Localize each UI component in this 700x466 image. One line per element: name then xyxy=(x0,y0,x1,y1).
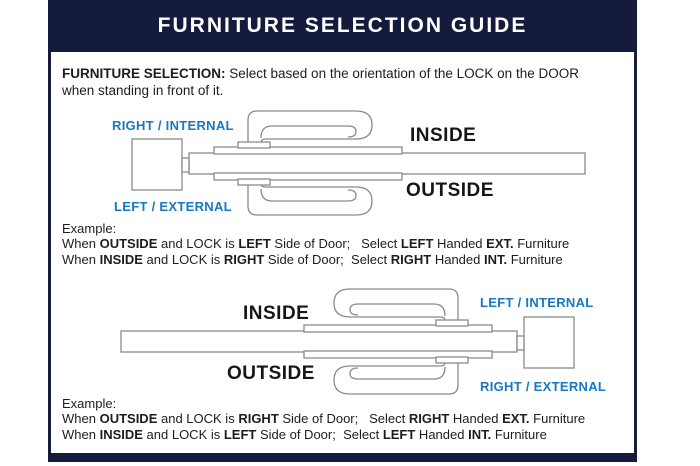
door-bar-1 xyxy=(188,152,586,175)
label-outside-2: OUTSIDE xyxy=(227,363,315,384)
label-outside-1: OUTSIDE xyxy=(406,180,494,201)
intro-line-2: when standing in front of it. xyxy=(62,83,224,98)
door-bar-2 xyxy=(120,330,518,353)
intro-line1-text: Select based on the orientation of the L… xyxy=(225,66,579,81)
handle-collar-outside-1 xyxy=(237,178,271,186)
lever-handle-inside-1-inner xyxy=(260,125,357,139)
lock-body-2 xyxy=(523,316,575,369)
lock-body-1 xyxy=(131,138,183,191)
lever-handle-outside-1-inner xyxy=(260,188,357,202)
guide-footer-bar xyxy=(48,453,637,462)
label-inside-2: INSIDE xyxy=(243,303,310,324)
handle-collar-inside-1 xyxy=(237,141,271,149)
label-right-internal: RIGHT / INTERNAL xyxy=(112,118,234,133)
guide-header-bar: FURNITURE SELECTION GUIDE xyxy=(48,0,637,52)
label-right-external: RIGHT / EXTERNAL xyxy=(480,379,607,394)
lever-handle-outside-2-inner xyxy=(349,366,446,380)
diagram-2-door-top-view xyxy=(120,288,575,395)
handle-collar-inside-2 xyxy=(435,319,469,327)
rose-plate-outside-2 xyxy=(303,350,493,359)
spindle-connector-1 xyxy=(181,157,190,173)
lever-handle-outside-2 xyxy=(333,361,459,395)
example-2-heading: Example: xyxy=(62,396,117,411)
example-1-line-2: When INSIDE and LOCK is RIGHT Side of Do… xyxy=(62,251,563,267)
lever-handle-inside-1 xyxy=(247,110,373,144)
spindle-connector-2 xyxy=(516,335,525,351)
rose-plate-inside-1 xyxy=(213,146,403,155)
lever-handle-inside-2 xyxy=(333,288,459,322)
example-block-1: Example: When OUTSIDE and LOCK is LEFT S… xyxy=(62,221,637,267)
intro-text: FURNITURE SELECTION: Select based on the… xyxy=(62,65,630,99)
page-title: FURNITURE SELECTION GUIDE xyxy=(157,14,528,37)
diagram-1-door-top-view xyxy=(131,110,586,216)
rose-plate-inside-2 xyxy=(303,324,493,333)
example-2-line-1: When OUTSIDE and LOCK is RIGHT Side of D… xyxy=(62,411,586,427)
example-1-line-1: When OUTSIDE and LOCK is LEFT Side of Do… xyxy=(62,236,570,252)
lever-handle-inside-2-inner xyxy=(349,303,446,317)
intro-label: FURNITURE SELECTION: xyxy=(62,66,226,81)
intro-line-1: FURNITURE SELECTION: Select based on the… xyxy=(62,65,630,82)
label-inside-1: INSIDE xyxy=(410,125,477,146)
label-left-external: LEFT / EXTERNAL xyxy=(114,199,232,214)
handle-collar-outside-2 xyxy=(435,356,469,364)
rose-plate-outside-1 xyxy=(213,172,403,181)
label-left-internal: LEFT / INTERNAL xyxy=(480,295,594,310)
lever-handle-outside-1 xyxy=(247,182,373,216)
example-1-heading: Example: xyxy=(62,221,117,236)
example-block-2: Example: When OUTSIDE and LOCK is RIGHT … xyxy=(62,396,637,442)
example-2-line-2: When INSIDE and LOCK is LEFT Side of Doo… xyxy=(62,426,547,442)
